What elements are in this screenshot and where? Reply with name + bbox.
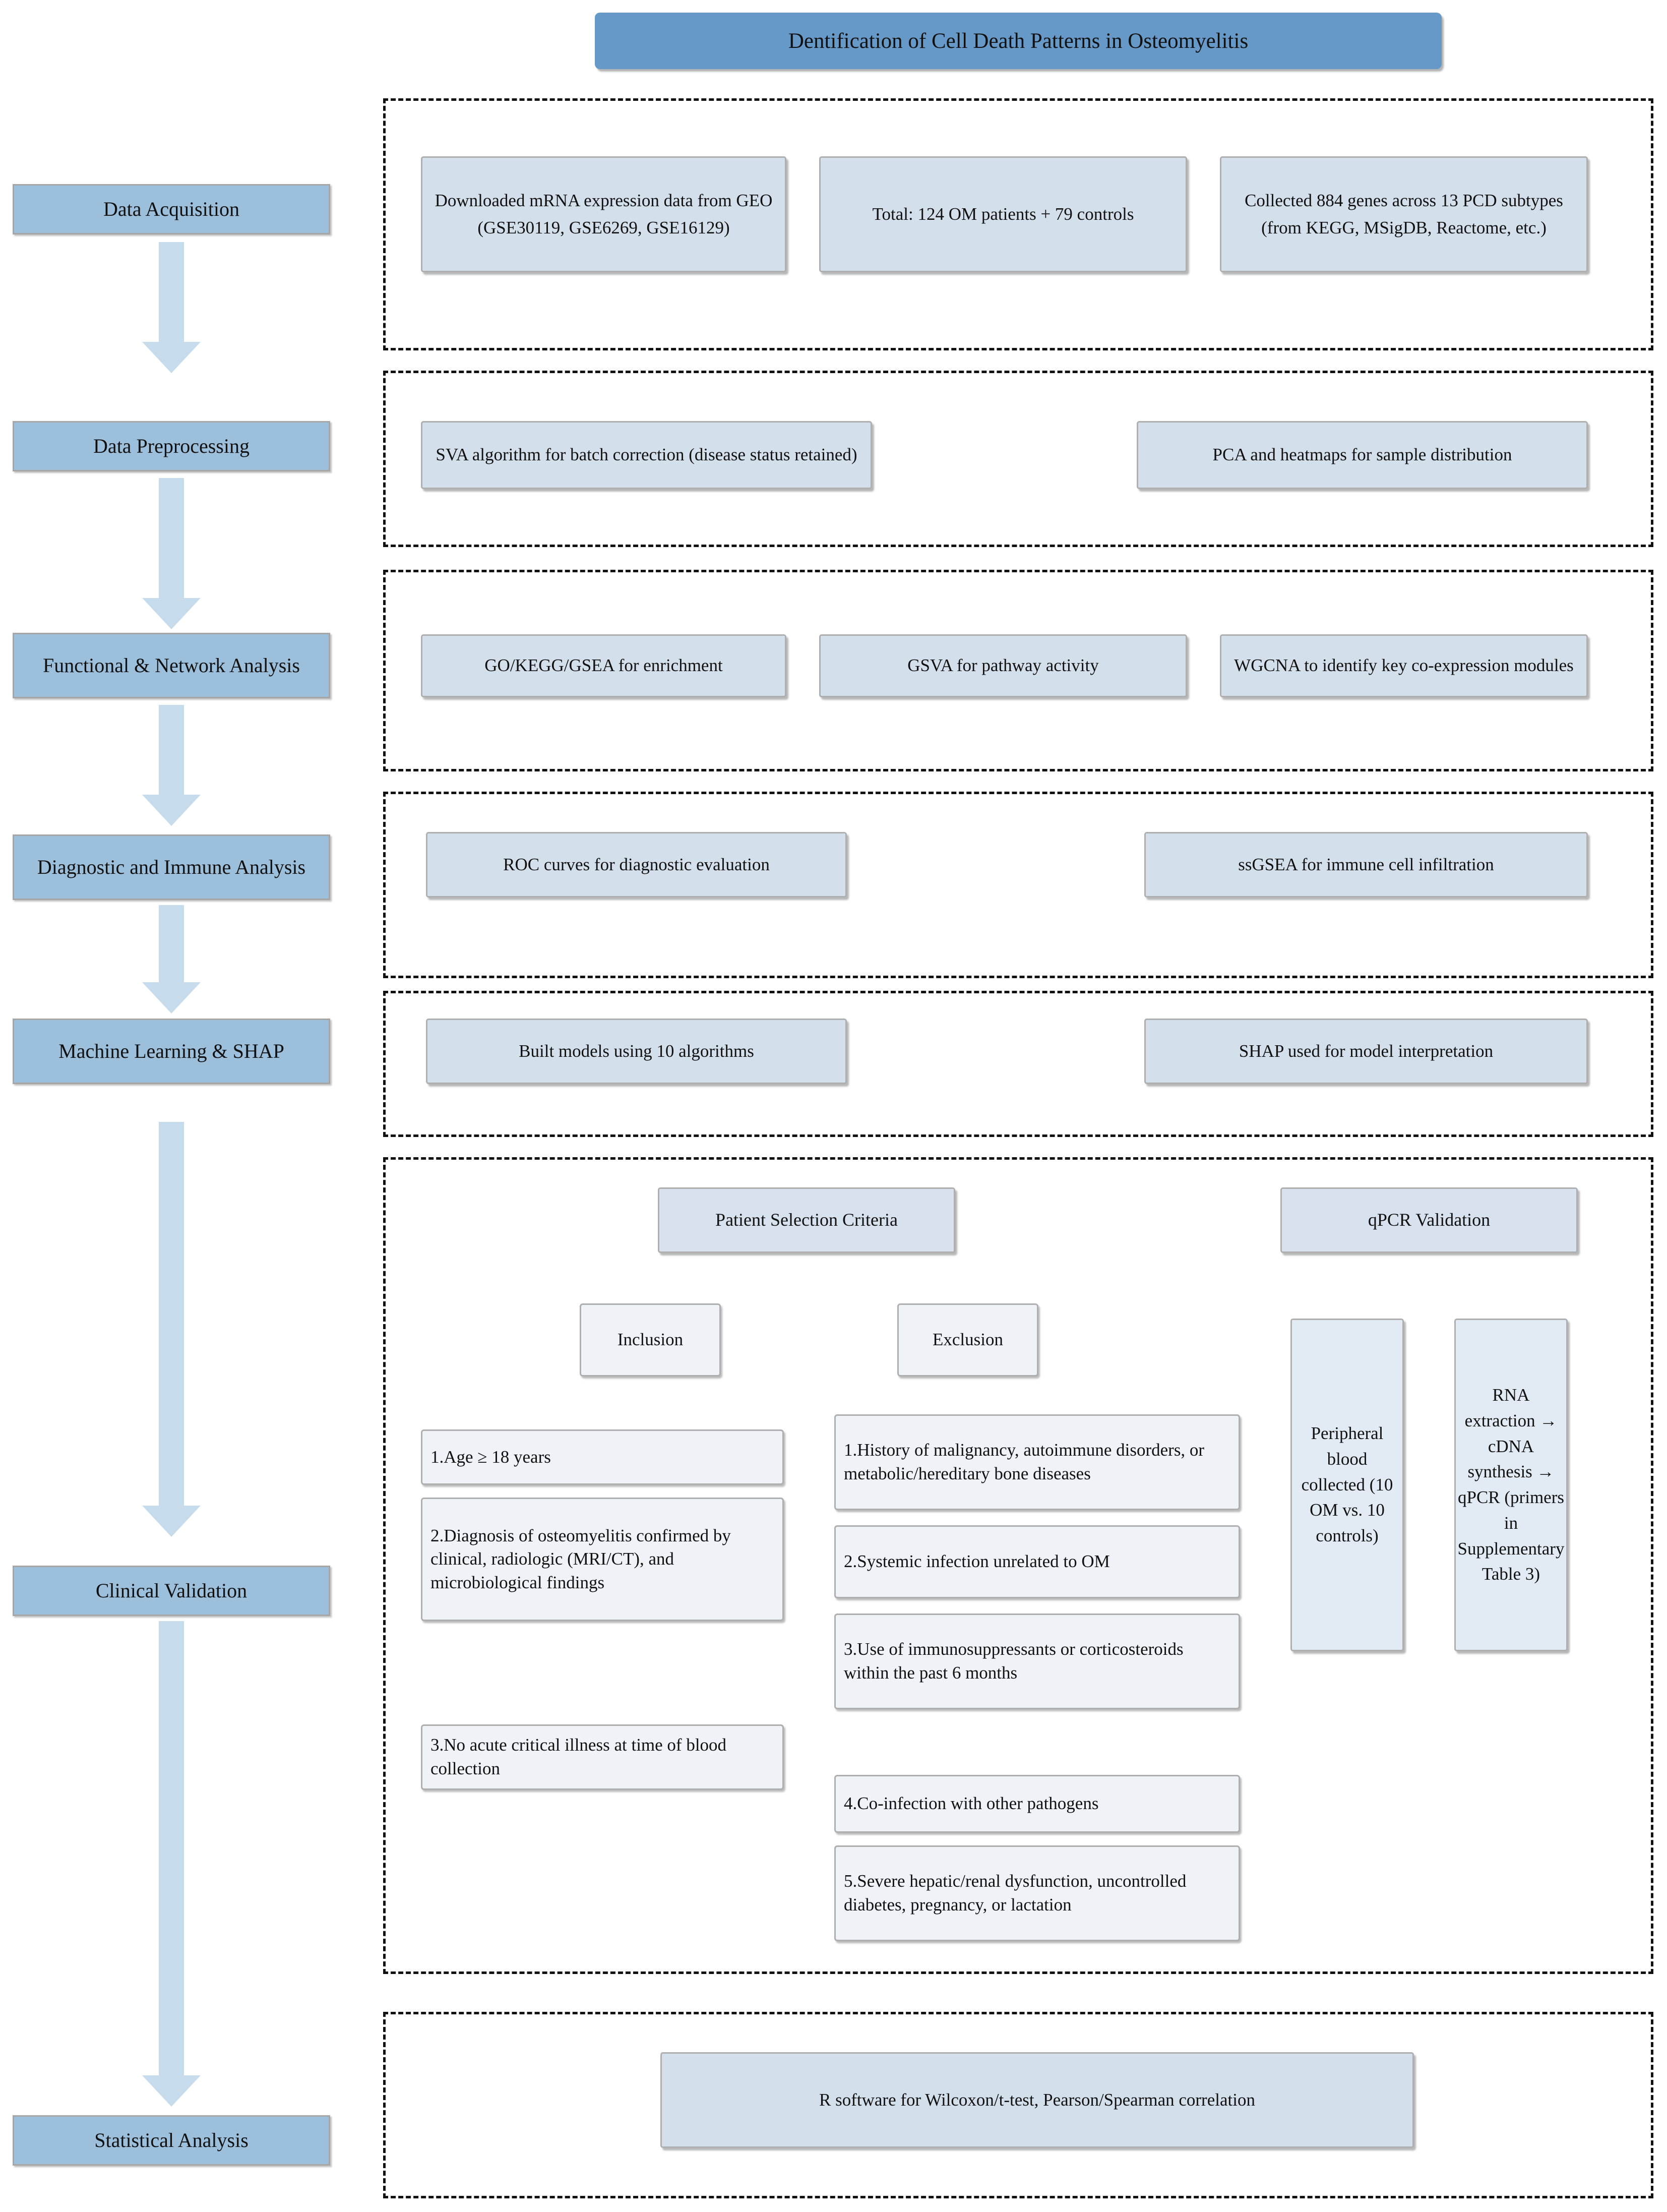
stage-statistical-analysis: Statistical Analysis (13, 2115, 330, 2166)
card-text: PCA and heatmaps for sample distribution (1212, 445, 1512, 465)
stage-functional-network-analysis: Functional & Network Analysis (13, 633, 330, 698)
card-text: R software for Wilcoxon/t-test, Pearson/… (819, 2089, 1255, 2110)
card-text: Total: 124 OM patients + 79 controls (872, 204, 1134, 224)
heading-qpcr-validation: qPCR Validation (1280, 1187, 1578, 1253)
heading-inclusion: Inclusion (580, 1303, 721, 1377)
flow-arrow-4 (142, 905, 201, 1013)
card-text: WGCNA to identify key co-expression modu… (1234, 655, 1574, 676)
qpcr-item-rna-workflow: RNA extraction → cDNA synthesis → qPCR (… (1454, 1319, 1568, 1651)
card-text: Peripheral blood collected (10 OM vs. 10… (1301, 1423, 1393, 1546)
card-geo-download: Downloaded mRNA expression data from GEO… (421, 156, 786, 272)
card-text: 3.Use of immunosuppressants or corticost… (844, 1639, 1184, 1683)
stage-machine-learning-shap: Machine Learning & SHAP (13, 1019, 330, 1084)
inclusion-item-2: 2.Diagnosis of osteomyelitis confirmed b… (421, 1498, 784, 1621)
card-text: qPCR Validation (1368, 1210, 1491, 1230)
flow-arrow-2 (142, 478, 201, 629)
card-text: GO/KEGG/GSEA for enrichment (484, 655, 723, 676)
card-text: GSVA for pathway activity (907, 655, 1099, 676)
panel-functional-network (383, 570, 1653, 771)
card-cohort-total: Total: 124 OM patients + 79 controls (819, 156, 1187, 272)
stage-label: Data Preprocessing (93, 435, 250, 458)
card-sva-batch-correction: SVA algorithm for batch correction (dise… (421, 421, 872, 489)
exclusion-item-1: 1.History of malignancy, autoimmune diso… (834, 1414, 1240, 1510)
heading-patient-selection-criteria: Patient Selection Criteria (658, 1187, 955, 1253)
panel-diagnostic-immune (383, 792, 1653, 978)
exclusion-item-4: 4.Co-infection with other pathogens (834, 1775, 1240, 1833)
heading-exclusion: Exclusion (897, 1303, 1038, 1377)
card-text: Exclusion (933, 1330, 1003, 1350)
stage-clinical-validation: Clinical Validation (13, 1566, 330, 1616)
card-text: 4.Co-infection with other pathogens (844, 1793, 1099, 1814)
stage-label: Data Acquisition (103, 198, 239, 221)
stage-data-acquisition: Data Acquisition (13, 184, 330, 234)
stage-data-preprocessing: Data Preprocessing (13, 421, 330, 471)
card-text: RNA extraction → cDNA synthesis → qPCR (… (1457, 1385, 1565, 1584)
card-text: SHAP used for model interpretation (1239, 1041, 1494, 1061)
card-gsva-pathway: GSVA for pathway activity (819, 634, 1187, 697)
exclusion-item-3: 3.Use of immunosuppressants or corticost… (834, 1613, 1240, 1709)
card-roc-curves: ROC curves for diagnostic evaluation (426, 832, 847, 898)
stage-label: Statistical Analysis (94, 2129, 249, 2152)
panel-data-acquisition (383, 98, 1653, 350)
card-text: ssGSEA for immune cell infiltration (1238, 854, 1494, 874)
stage-diagnostic-immune-analysis: Diagnostic and Immune Analysis (13, 834, 330, 900)
qpcr-item-blood-collection: Peripheral blood collected (10 OM vs. 10… (1290, 1319, 1404, 1651)
panel-clinical-validation (383, 1157, 1653, 1974)
stage-label: Machine Learning & SHAP (58, 1040, 284, 1063)
flow-arrow-6 (142, 1621, 201, 2108)
panel-statistical-analysis (383, 2012, 1653, 2198)
card-text: SVA algorithm for batch correction (dise… (436, 445, 857, 465)
inclusion-item-3: 3.No acute critical illness at time of b… (421, 1724, 784, 1790)
diagram-title-text: Dentification of Cell Death Patterns in … (788, 29, 1249, 53)
card-text: 2.Systemic infection unrelated to OM (844, 1551, 1110, 1572)
diagram-title: Dentification of Cell Death Patterns in … (595, 13, 1442, 69)
card-built-models: Built models using 10 algorithms (426, 1019, 847, 1084)
card-text: 3.No acute critical illness at time of b… (430, 1735, 727, 1778)
card-text: 1.Age ≥ 18 years (430, 1447, 551, 1467)
stage-label: Diagnostic and Immune Analysis (37, 856, 306, 879)
card-text: 5.Severe hepatic/renal dysfunction, unco… (844, 1871, 1187, 1915)
card-ssgsea-immune: ssGSEA for immune cell infiltration (1144, 832, 1588, 898)
card-r-software-stats: R software for Wilcoxon/t-test, Pearson/… (660, 2052, 1414, 2148)
card-text: Inclusion (617, 1330, 684, 1350)
card-shap-interpretation: SHAP used for model interpretation (1144, 1019, 1588, 1084)
flow-arrow-3 (142, 705, 201, 826)
card-pcd-genes: Collected 884 genes across 13 PCD subtyp… (1220, 156, 1588, 272)
card-go-kegg-gsea: GO/KEGG/GSEA for enrichment (421, 634, 786, 697)
card-wgcna-modules: WGCNA to identify key co-expression modu… (1220, 634, 1588, 697)
card-text: Collected 884 genes across 13 PCD subtyp… (1245, 190, 1563, 237)
card-text: 1.History of malignancy, autoimmune diso… (844, 1440, 1205, 1483)
card-text: Built models using 10 algorithms (519, 1041, 754, 1061)
exclusion-item-2: 2.Systemic infection unrelated to OM (834, 1525, 1240, 1598)
stage-label: Clinical Validation (95, 1579, 248, 1602)
stage-label: Functional & Network Analysis (43, 654, 300, 677)
card-text: 2.Diagnosis of osteomyelitis confirmed b… (430, 1525, 731, 1592)
card-pca-heatmaps: PCA and heatmaps for sample distribution (1137, 421, 1588, 489)
flow-arrow-1 (142, 242, 201, 373)
panel-machine-learning (383, 991, 1653, 1137)
exclusion-item-5: 5.Severe hepatic/renal dysfunction, unco… (834, 1845, 1240, 1941)
inclusion-item-1: 1.Age ≥ 18 years (421, 1429, 784, 1485)
card-text: Downloaded mRNA expression data from GEO… (435, 190, 773, 237)
panel-data-preprocessing (383, 371, 1653, 547)
card-text: Patient Selection Criteria (715, 1210, 898, 1230)
card-text: ROC curves for diagnostic evaluation (503, 854, 770, 874)
flow-arrow-5 (142, 1122, 201, 1538)
